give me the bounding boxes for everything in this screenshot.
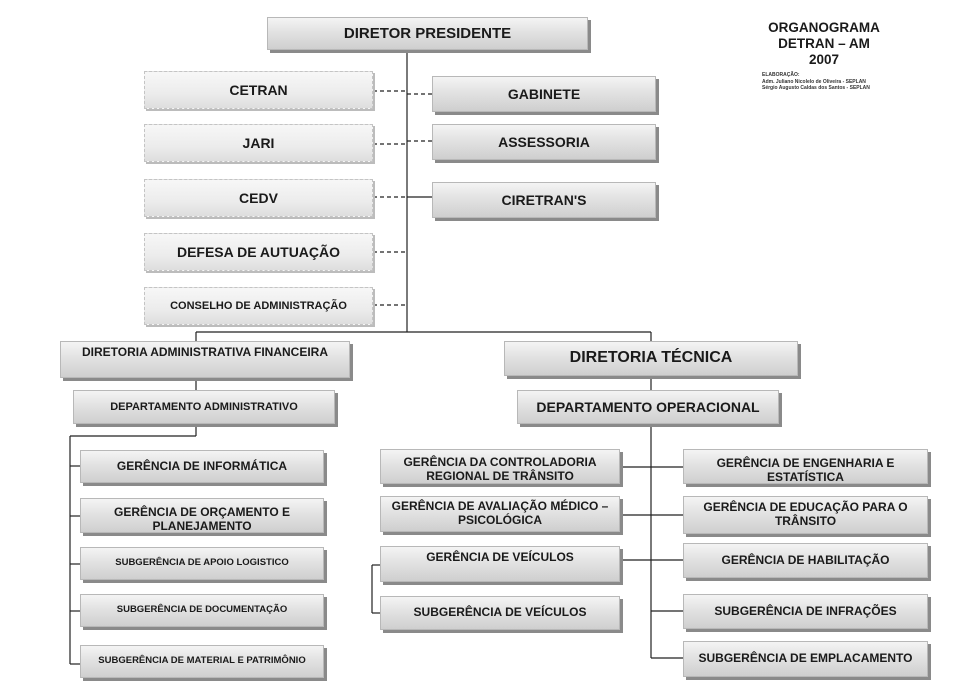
node-label: DEFESA DE AUTUAÇÃO [176,243,341,260]
node-gerencia-de-veiculos: GERÊNCIA DE VEÍCULOS [380,546,620,582]
node-defesa-de-autuacao: DEFESA DE AUTUAÇÃO [144,233,373,271]
node-label: DIRETOR PRESIDENTE [343,24,512,42]
node-ciretrans: CIRETRAN'S [432,182,656,218]
node-gerencia-de-orcamento-e-planejamento: GERÊNCIA DE ORÇAMENTO E PLANEJAMENTO [80,498,324,533]
node-subgerencia-de-veiculos: SUBGERÊNCIA DE VEÍCULOS [380,596,620,630]
node-cedv: CEDV [144,179,373,217]
node-label: GERÊNCIA DE HABILITAÇÃO [721,552,890,567]
node-label: GERÊNCIA DE INFORMÁTICA [116,458,288,473]
node-label: SUBGERÊNCIA DE DOCUMENTAÇÃO [116,604,288,616]
node-label: SUBGERÊNCIA DE MATERIAL E PATRIMÔNIO [98,655,306,667]
node-cetran: CETRAN [144,71,373,109]
node-label: CIRETRAN'S [501,191,587,208]
node-subgerencia-de-infracoes: SUBGERÊNCIA DE INFRAÇÕES [683,594,928,629]
node-diretoria-administrativa-financeira: DIRETORIA ADMINISTRATIVA FINANCEIRA [60,341,350,378]
node-diretoria-tecnica: DIRETORIA TÉCNICA [504,341,798,376]
node-label: CETRAN [229,81,288,98]
node-label: JARI [242,134,275,151]
node-label: SUBGERÊNCIA DE VEÍCULOS [413,605,587,620]
node-director-presidente: DIRETOR PRESIDENTE [267,17,588,50]
node-label: GABINETE [507,85,581,102]
node-gerencia-de-informatica: GERÊNCIA DE INFORMÁTICA [80,450,324,483]
node-label: GERÊNCIA DE AVALIAÇÃO MÉDICO – PSICOLÓGI… [391,499,609,527]
node-subgerencia-de-documentacao: SUBGERÊNCIA DE DOCUMENTAÇÃO [80,594,324,627]
node-label: DEPARTAMENTO OPERACIONAL [536,398,760,415]
node-label: GERÊNCIA DE ORÇAMENTO E PLANEJAMENTO [113,505,290,533]
node-departamento-operacional: DEPARTAMENTO OPERACIONAL [517,390,779,424]
chart-title: ORGANOGRAMA DETRAN – AM 2007 [744,20,904,68]
credits: ELABORAÇÃO: Adm. Juliano Nicolelo de Oli… [762,72,902,92]
node-gerencia-da-controladoria-regional-de-transito: GERÊNCIA DA CONTROLADORIA REGIONAL DE TR… [380,449,620,484]
node-gerencia-de-avaliacao-medico-psicologica: GERÊNCIA DE AVALIAÇÃO MÉDICO – PSICOLÓGI… [380,496,620,532]
node-label: GERÊNCIA DE ENGENHARIA E ESTATÍSTICA [716,456,895,484]
credits-line-1: Adm. Juliano Nicolelo de Oliveira - SEPL… [762,78,866,85]
node-label: GERÊNCIA DA CONTROLADORIA REGIONAL DE TR… [403,455,597,483]
node-label: SUBGERÊNCIA DE INFRAÇÕES [714,603,897,618]
node-gerencia-de-habilitacao: GERÊNCIA DE HABILITAÇÃO [683,543,928,578]
node-gerencia-de-educacao-para-o-transito: GERÊNCIA DE EDUCAÇÃO PARA O TRÂNSITO [683,496,928,534]
node-label: ASSESSORIA [498,133,590,150]
node-label: CEDV [239,189,278,206]
node-subgerencia-de-emplacamento: SUBGERÊNCIA DE EMPLACAMENTO [683,641,928,677]
node-subgerencia-de-material-e-patrimonio: SUBGERÊNCIA DE MATERIAL E PATRIMÔNIO [80,645,324,678]
credits-line-2: Sérgio Augusto Caldas dos Santos - SEPLA… [762,85,870,91]
node-label: DIRETORIA ADMINISTRATIVA FINANCEIRA [82,345,328,359]
node-label: DIRETORIA TÉCNICA [569,349,733,367]
node-conselho-de-administracao: CONSELHO DE ADMINISTRAÇÃO [144,287,373,325]
credits-label: ELABORAÇÃO: [762,72,800,78]
title-line-3: 2007 [808,52,840,67]
node-jari: JARI [144,124,373,162]
node-label: GERÊNCIA DE EDUCAÇÃO PARA O TRÂNSITO [703,500,908,528]
node-gabinete: GABINETE [432,76,656,112]
title-line-2: DETRAN – AM [778,36,870,51]
node-assessoria: ASSESSORIA [432,124,656,160]
node-label: SUBGERÊNCIA DE APOIO LOGISTICO [115,557,289,569]
node-label: GERÊNCIA DE VEÍCULOS [426,550,574,564]
title-line-1: ORGANOGRAMA [768,20,880,35]
node-subgerencia-de-apoio-logistico: SUBGERÊNCIA DE APOIO LOGISTICO [80,547,324,580]
node-label: SUBGERÊNCIA DE EMPLACAMENTO [698,651,913,666]
node-departamento-administrativo: DEPARTAMENTO ADMINISTRATIVO [73,390,335,424]
node-label: DEPARTAMENTO ADMINISTRATIVO [110,400,298,413]
node-gerencia-de-engenharia-e-estatistica: GERÊNCIA DE ENGENHARIA E ESTATÍSTICA [683,449,928,484]
node-label: CONSELHO DE ADMINISTRAÇÃO [170,299,347,312]
